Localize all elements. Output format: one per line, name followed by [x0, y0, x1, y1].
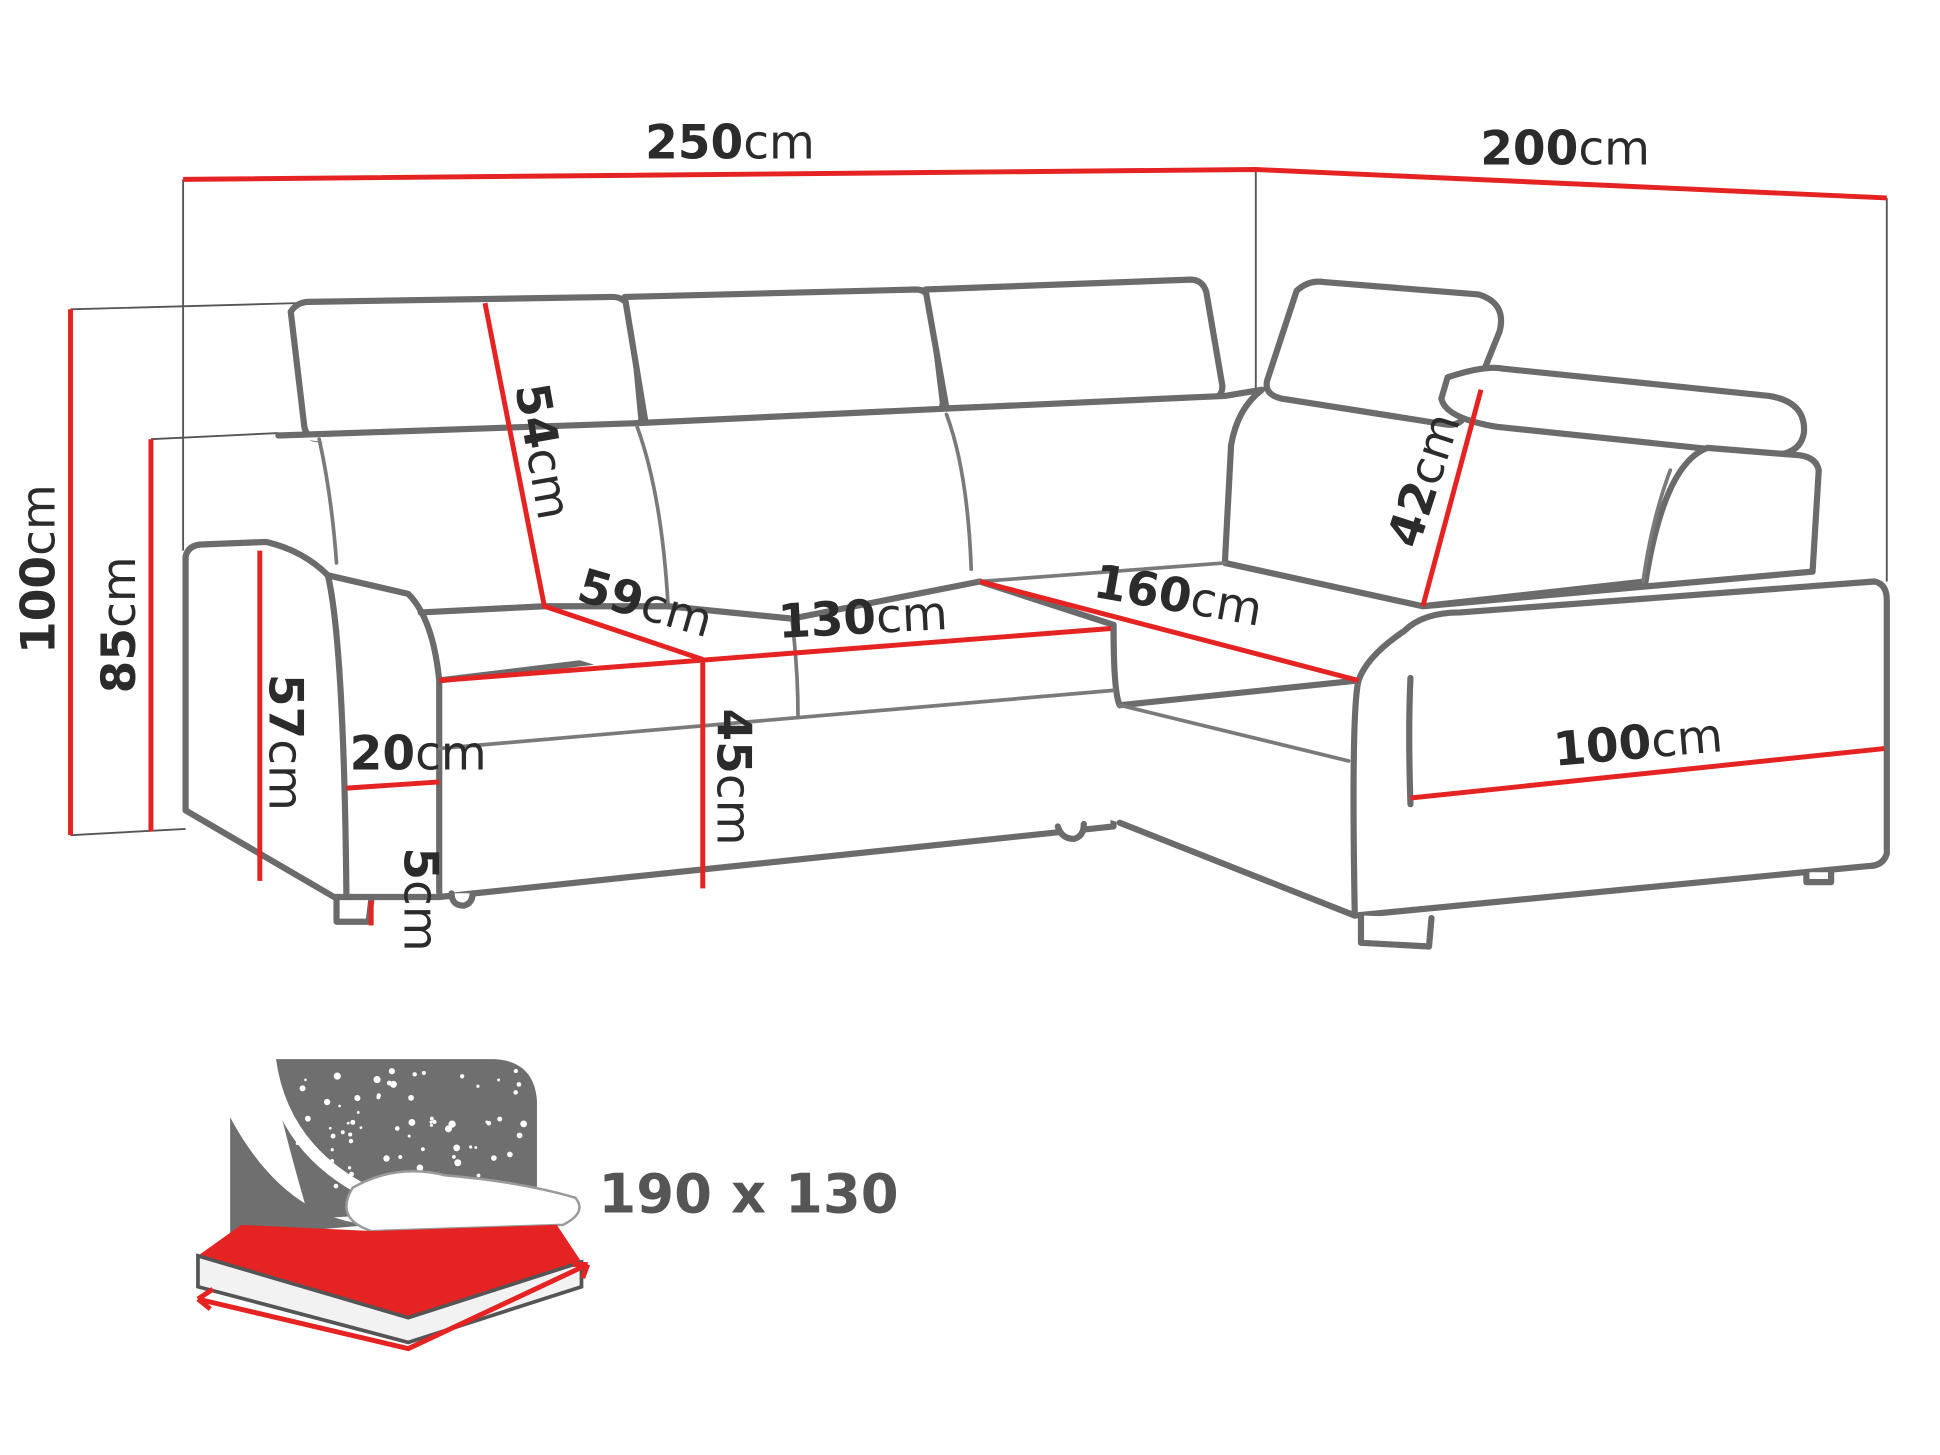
- star-icon: [516, 1082, 522, 1087]
- star-icon: [429, 1120, 433, 1124]
- star-icon: [448, 1120, 456, 1128]
- label-side-width: 200cm: [1480, 122, 1650, 177]
- star-icon: [350, 1119, 356, 1125]
- star-icon: [376, 1095, 381, 1100]
- label-headrest-height: 54cm: [503, 379, 581, 524]
- dimension-lines: [68, 167, 1887, 926]
- star-icon: [416, 1164, 424, 1172]
- star-icon: [520, 1120, 528, 1128]
- star-icon: [491, 1155, 497, 1161]
- label-seat-width: 130cm: [777, 586, 949, 650]
- star-icon: [299, 1085, 306, 1092]
- star-icon: [429, 1116, 434, 1121]
- star-icon: [304, 1115, 311, 1122]
- star-icon: [349, 1171, 354, 1177]
- star-icon: [348, 1132, 353, 1137]
- star-icon: [408, 1094, 414, 1101]
- star-icon: [432, 1119, 437, 1125]
- star-icon: [329, 1158, 335, 1164]
- star-icon: [330, 1148, 334, 1152]
- star-icon: [323, 1098, 331, 1106]
- bed-with-night-sky-icon: [196, 1058, 591, 1352]
- star-icon: [513, 1090, 518, 1095]
- star-icon: [354, 1094, 361, 1102]
- label-total-height: 100cm: [11, 484, 66, 654]
- star-icon: [373, 1076, 381, 1084]
- star-icon: [338, 1104, 341, 1108]
- star-icon: [412, 1072, 417, 1077]
- star-icon: [429, 1123, 433, 1127]
- label-total-width: 250cm: [645, 115, 815, 170]
- star-icon: [340, 1130, 345, 1135]
- star-icon: [507, 1151, 513, 1158]
- guide-lines: [70, 169, 1888, 837]
- star-icon: [421, 1071, 426, 1076]
- star-icon: [474, 1146, 478, 1149]
- star-icon: [497, 1078, 501, 1082]
- label-armrest-width: 20cm: [350, 727, 487, 782]
- label-leg-height: 5cm: [393, 847, 448, 951]
- label-armrest-height: 57cm: [258, 674, 313, 811]
- star-icon: [476, 1173, 481, 1178]
- star-icon: [497, 1116, 503, 1122]
- star-icon: [453, 1144, 461, 1152]
- star-icon: [394, 1126, 400, 1131]
- star-icon: [383, 1155, 390, 1162]
- star-icon: [485, 1120, 489, 1124]
- star-icon: [408, 1118, 416, 1126]
- label-seat-height: 45cm: [706, 708, 761, 845]
- star-icon: [347, 1166, 352, 1170]
- star-icon: [295, 1142, 299, 1146]
- star-icon: [346, 1121, 350, 1125]
- star-icon: [516, 1132, 523, 1139]
- label-back-height: 85cm: [92, 556, 147, 693]
- star-icon: [333, 1072, 341, 1080]
- star-icon: [359, 1126, 363, 1130]
- star-icon: [513, 1068, 518, 1074]
- sofa-outline: [182, 276, 1890, 950]
- star-icon: [398, 1154, 403, 1160]
- sleeping-area-label: 190 x 130: [598, 1162, 898, 1226]
- star-icon: [469, 1145, 473, 1149]
- star-icon: [389, 1080, 397, 1088]
- star-icon: [452, 1154, 456, 1159]
- label-chaise-depth: 100cm: [1551, 708, 1725, 778]
- star-icon: [388, 1068, 395, 1075]
- star-icon: [330, 1133, 336, 1139]
- star-icon: [356, 1111, 360, 1114]
- star-icon: [348, 1138, 354, 1144]
- star-icon: [460, 1074, 465, 1079]
- star-icon: [420, 1147, 425, 1152]
- star-icon: [333, 1183, 339, 1189]
- star-icon: [476, 1084, 480, 1088]
- star-icon: [328, 1126, 332, 1130]
- star-icon: [407, 1134, 411, 1138]
- star-icon: [454, 1159, 462, 1167]
- star-icon: [304, 1078, 307, 1082]
